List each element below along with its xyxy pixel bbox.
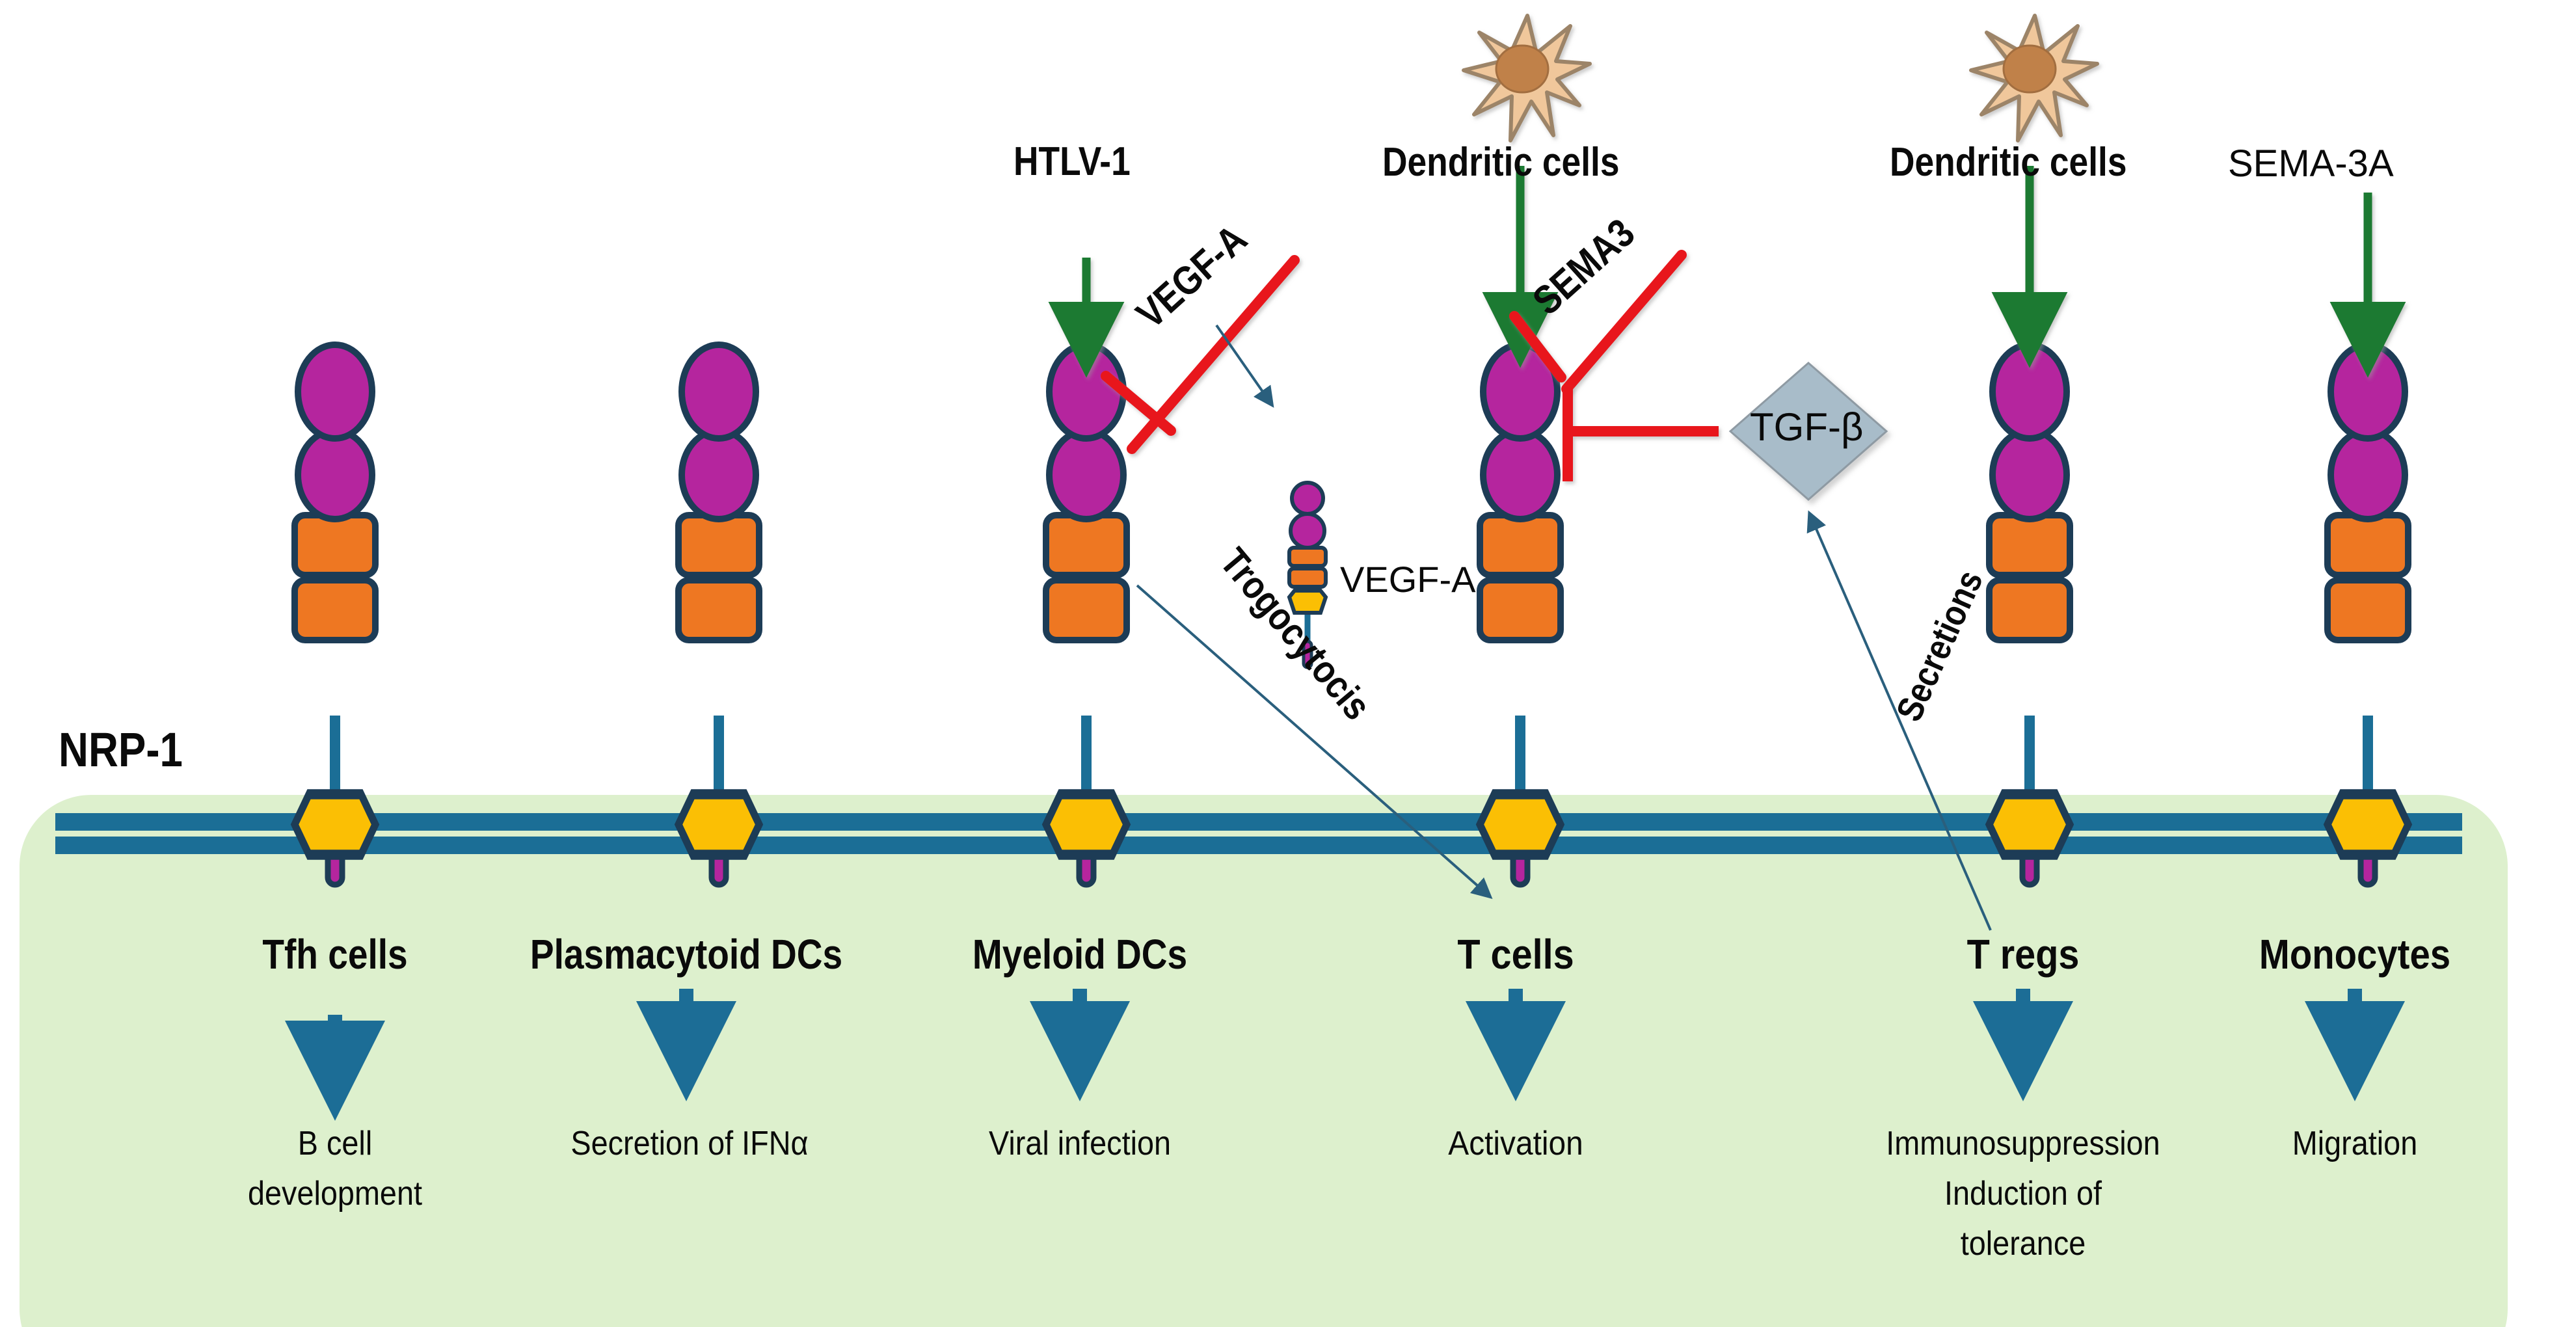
secretions-arrow [1806,510,1992,931]
outcome-tfh-line2: development [248,1175,422,1213]
outcome-tregs-line1: Immunosuppression [1886,1125,2160,1162]
dendritic-cells-label-right: Dendritic cells [1890,140,2127,185]
vegfa-ligand-pointer [1215,324,1274,408]
sema3-inhibition-marker [1509,250,1687,394]
cell-label-tregs: T regs [1966,931,2080,978]
outcome-monocytes: Migration [2292,1125,2418,1162]
tgfb-inhibition-line [1563,386,1719,481]
dendritic-cell-icon-right [1971,16,2097,141]
outcome-tcells: Activation [1448,1125,1583,1162]
nrp1-receptor-plasmacytoid [678,345,759,885]
outcome-tregs-line3: tolerance [1960,1225,2086,1263]
cell-label-tcells: T cells [1457,931,1574,978]
nrp1-receptor-tcells [1480,345,1561,885]
htlv1-label: HTLV-1 [1013,139,1131,184]
trogocytosis-arrow [1136,584,1493,899]
stimulation-arrows [1048,166,2406,378]
sema3a-label: SEMA-3A [2228,142,2394,185]
outcome-tregs-line2: Induction of [1944,1175,2102,1213]
cell-label-tfh: Tfh cells [262,931,408,978]
vegfa-ligand-label: VEGF-A [1340,559,1476,600]
dendritic-cell-icon-left [1464,16,1590,141]
cell-label-plasmacytoid: Plasmacytoid DCs [530,931,843,978]
tgfb-diamond [1728,362,1888,501]
nrp1-receptor-label: NRP-1 [59,723,183,777]
outcome-arrows [285,989,2405,1121]
outcome-tfh-line1: B cell [297,1125,373,1162]
outcome-plasmacytoid: Secretion of IFNα [570,1125,809,1162]
cell-label-monocytes: Monocytes [2259,931,2451,978]
tgfb-label: TGF-β [1750,405,1864,449]
cell-label-myeloid: Myeloid DCs [972,931,1188,978]
cytoplasm-panel [20,795,2508,1327]
vegfa-inhibition-marker [1101,255,1300,454]
nrp1-receptor-tfh [295,345,375,885]
nrp1-receptor-myeloid [1046,345,1127,885]
dendritic-cells-label-left: Dendritic cells [1382,140,1620,185]
nrp1-receptor-tregs [1989,345,2070,885]
outcome-myeloid: Viral infection [988,1125,1172,1162]
nrp1-receptor-monocytes [2328,345,2408,885]
